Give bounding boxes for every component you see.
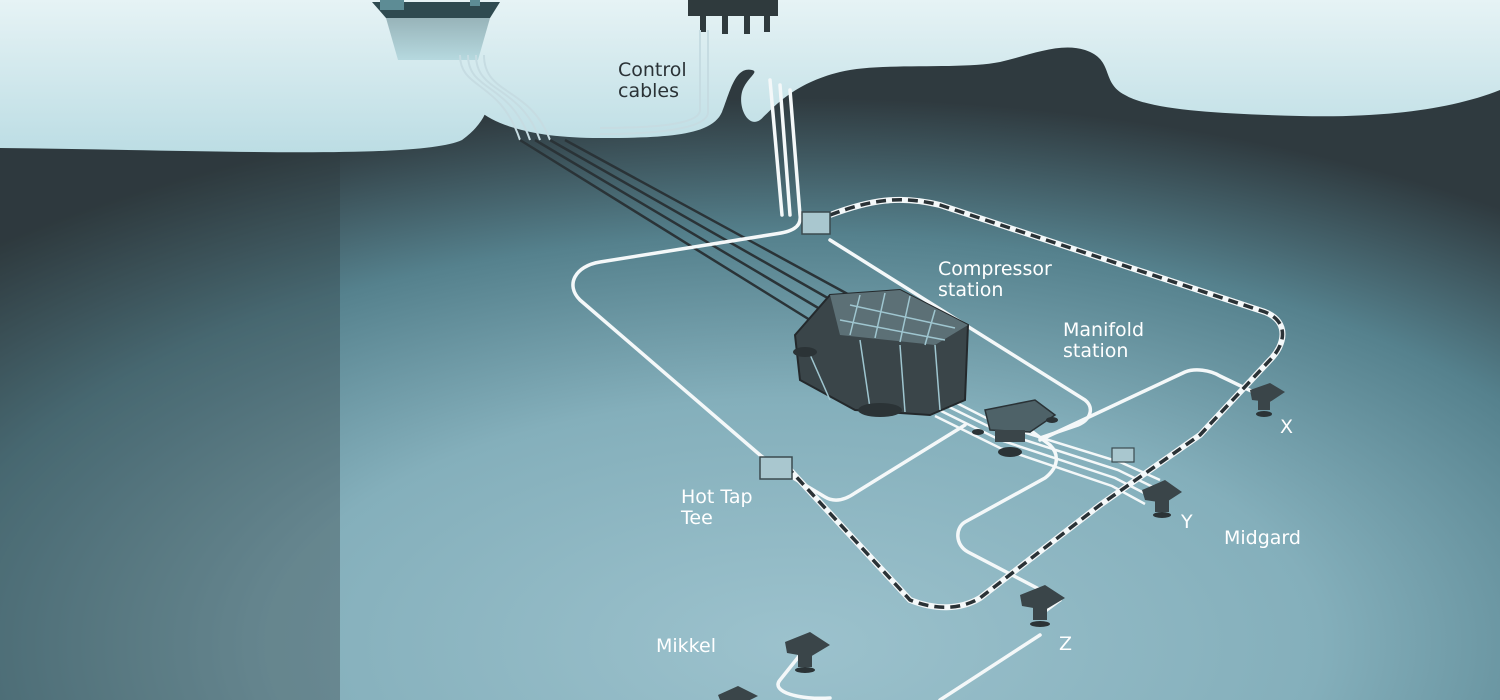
well-z-label: Z xyxy=(1059,633,1073,655)
sea-surface xyxy=(0,0,1500,153)
hot-tap-tee-label: Hot Tap Tee xyxy=(681,487,753,529)
production-platform xyxy=(688,0,778,34)
umbilical-lines xyxy=(519,138,856,322)
compressor-station-label: Compressor station xyxy=(938,259,1052,301)
manifold-station-label-line2: station xyxy=(1063,340,1129,362)
wellhead-mikkel xyxy=(785,632,830,673)
control-cables-label: Control cables xyxy=(618,60,687,102)
seabed-shadow-left xyxy=(0,140,340,700)
junction-box xyxy=(1111,447,1135,463)
manifold-station xyxy=(972,399,1058,457)
wellhead-bottom xyxy=(718,686,758,700)
fpso-ship xyxy=(372,0,500,60)
manifold-station-label: Manifold station xyxy=(1063,320,1144,362)
hot-tap-box-upper xyxy=(801,211,831,235)
manifold-station-label-line1: Manifold xyxy=(1063,319,1145,341)
control-cables-label-line2: cables xyxy=(618,80,680,102)
well-y-label: Y xyxy=(1181,511,1193,533)
compressor-station xyxy=(793,288,970,417)
white-pipelines xyxy=(571,78,1272,700)
mikkel-label: Mikkel xyxy=(656,635,716,657)
hot-tap-tee-label-line2: Tee xyxy=(681,507,713,529)
control-cables xyxy=(459,30,709,141)
dashed-flowline-dash xyxy=(788,198,1285,609)
midgard-label: Midgard xyxy=(1224,527,1301,549)
hot-tap-tee-box xyxy=(759,456,793,480)
wellhead-y xyxy=(1142,480,1182,518)
compressor-station-label-line1: Compressor xyxy=(938,258,1052,280)
wellhead-x xyxy=(1250,383,1285,417)
compressor-station-label-line2: station xyxy=(938,279,1004,301)
hot-tap-tee-label-line1: Hot Tap xyxy=(681,486,753,508)
control-cables-label-line1: Control xyxy=(618,59,687,81)
well-x-label: X xyxy=(1280,416,1294,438)
wellhead-z xyxy=(1020,585,1065,627)
